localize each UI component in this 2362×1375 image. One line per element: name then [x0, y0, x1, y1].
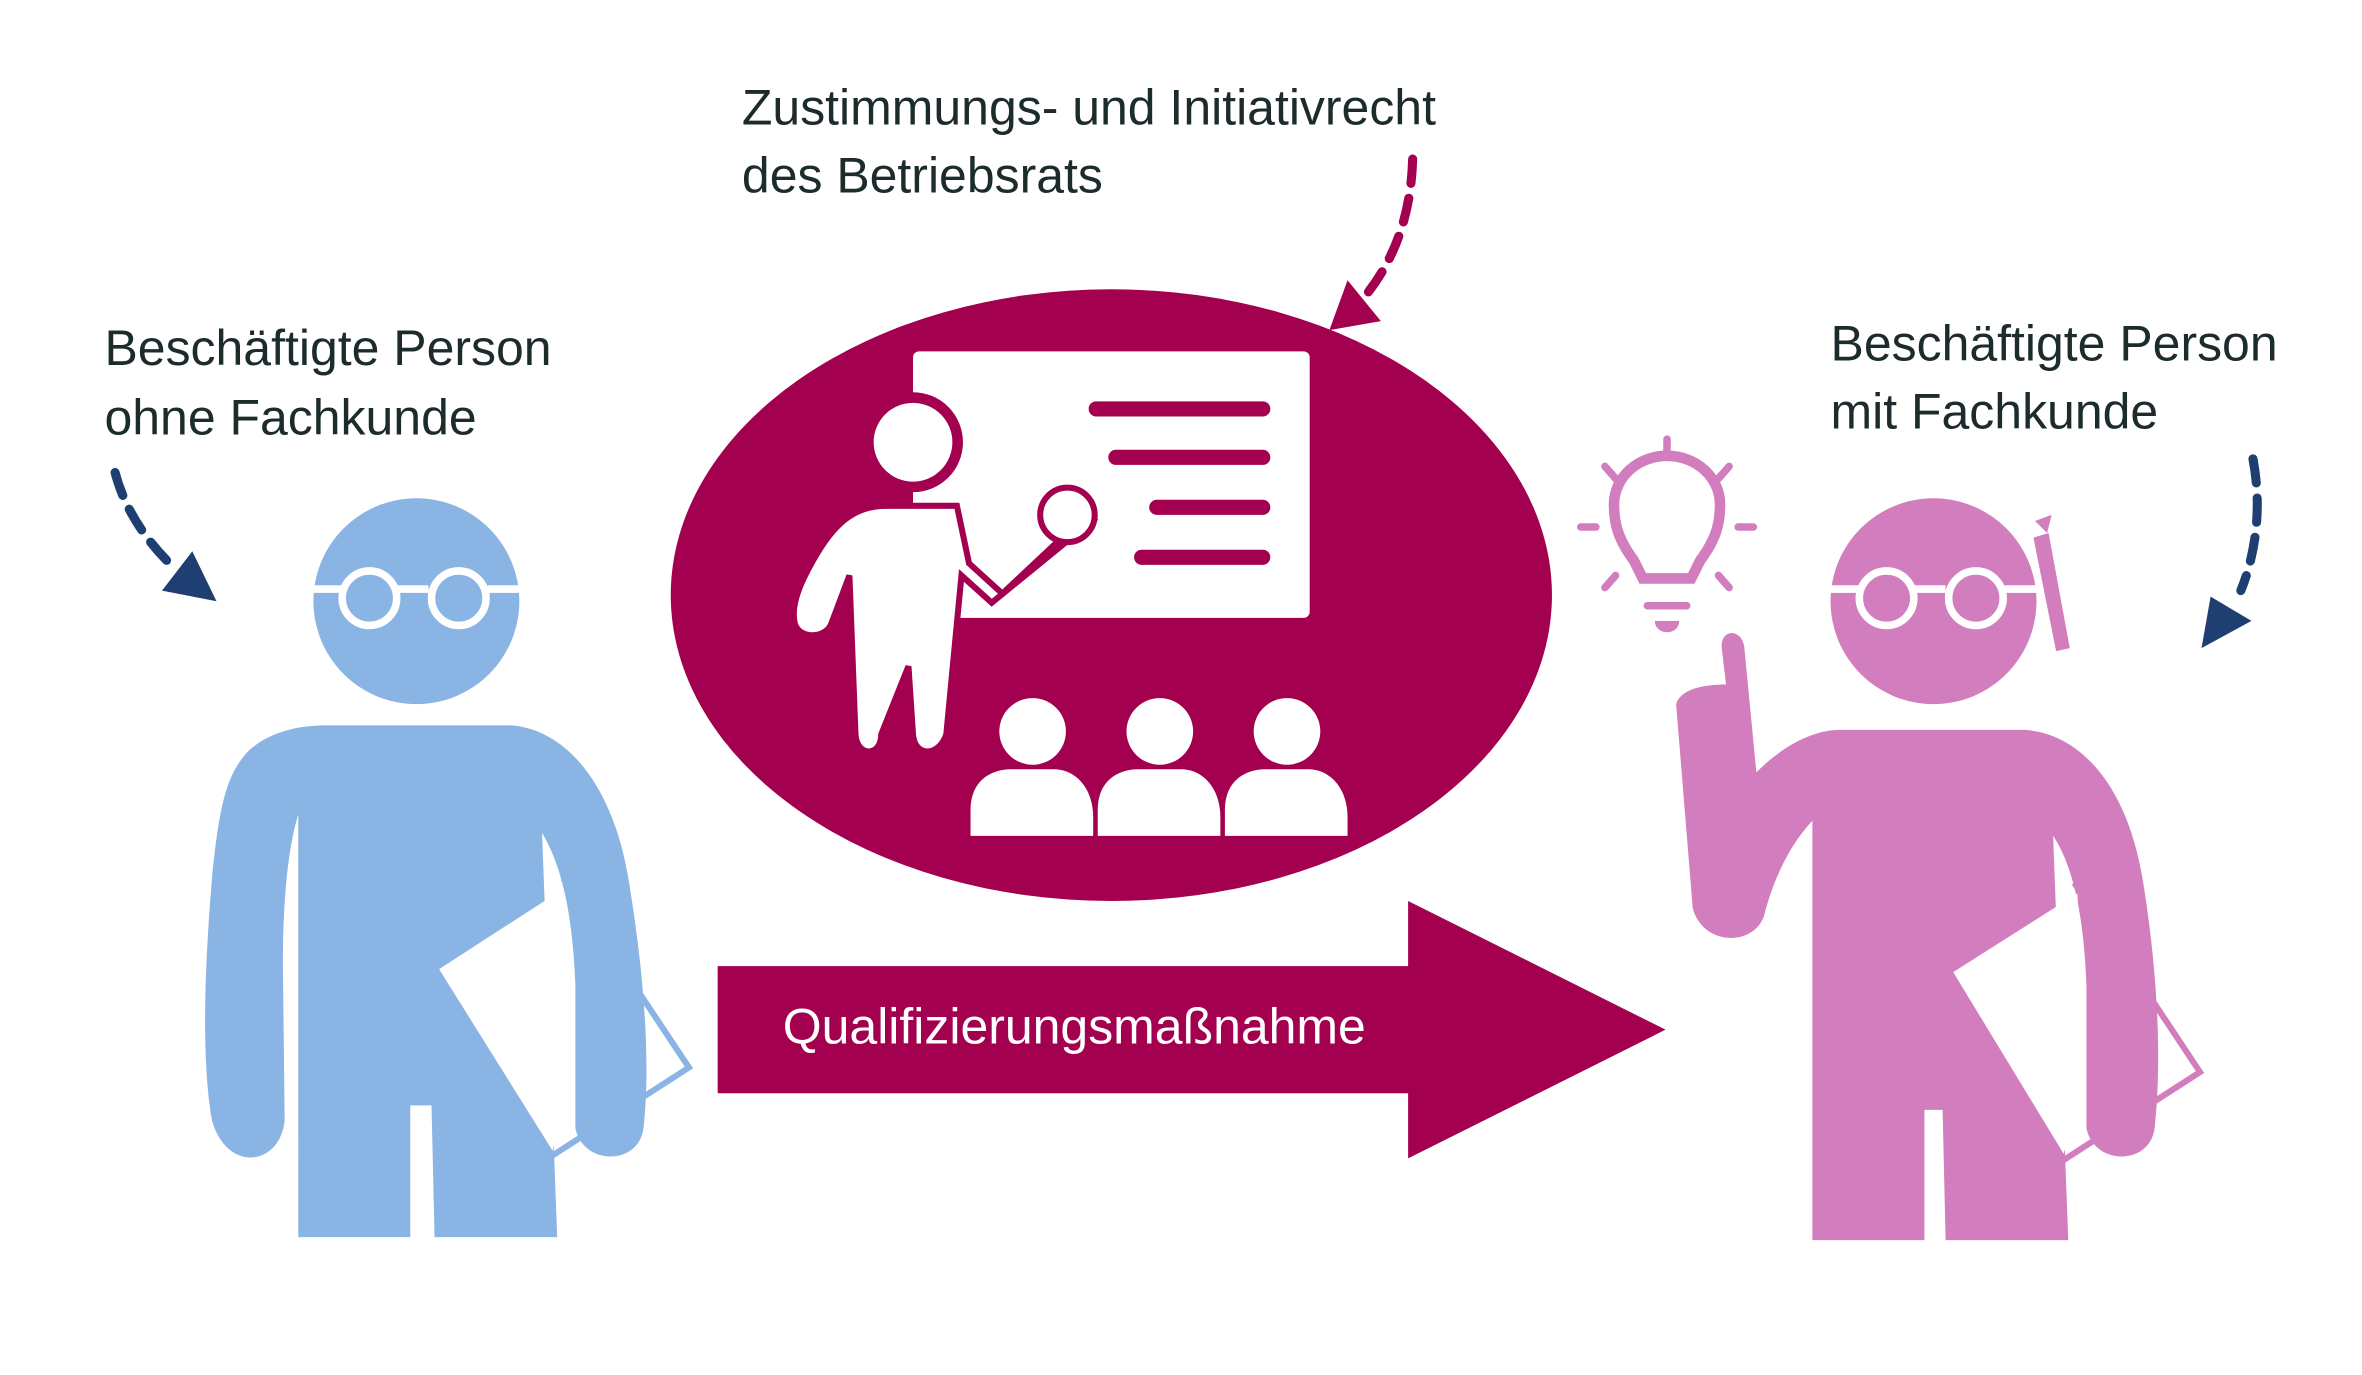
right-label-line1: Beschäftigte Person [1831, 315, 2278, 371]
left-label-line2: ohne Fachkunde [104, 390, 476, 446]
top-label-line1: Zustimmungs- und Initiativrecht [742, 79, 1436, 135]
folder-icon [1953, 881, 2205, 1166]
right-label-line2: mit Fachkunde [1831, 384, 2159, 440]
qualification-arrow: Qualifizierungsmaßnahme [717, 900, 1666, 1159]
dashed-arrow-right [2201, 454, 2262, 649]
person-without-expertise [205, 498, 694, 1238]
arrow-label: Qualifizierungsmaßnahme [783, 998, 1366, 1054]
person-with-expertise [1576, 435, 2205, 1241]
lightbulb-icon [1576, 435, 1758, 633]
training-icon [670, 289, 1552, 901]
top-label-line2: des Betriebsrats [742, 147, 1103, 203]
folder-icon [439, 876, 694, 1161]
dashed-arrow-top [1329, 154, 1418, 331]
dashed-arrow-left [110, 467, 217, 602]
left-label-line1: Beschäftigte Person [104, 320, 551, 376]
